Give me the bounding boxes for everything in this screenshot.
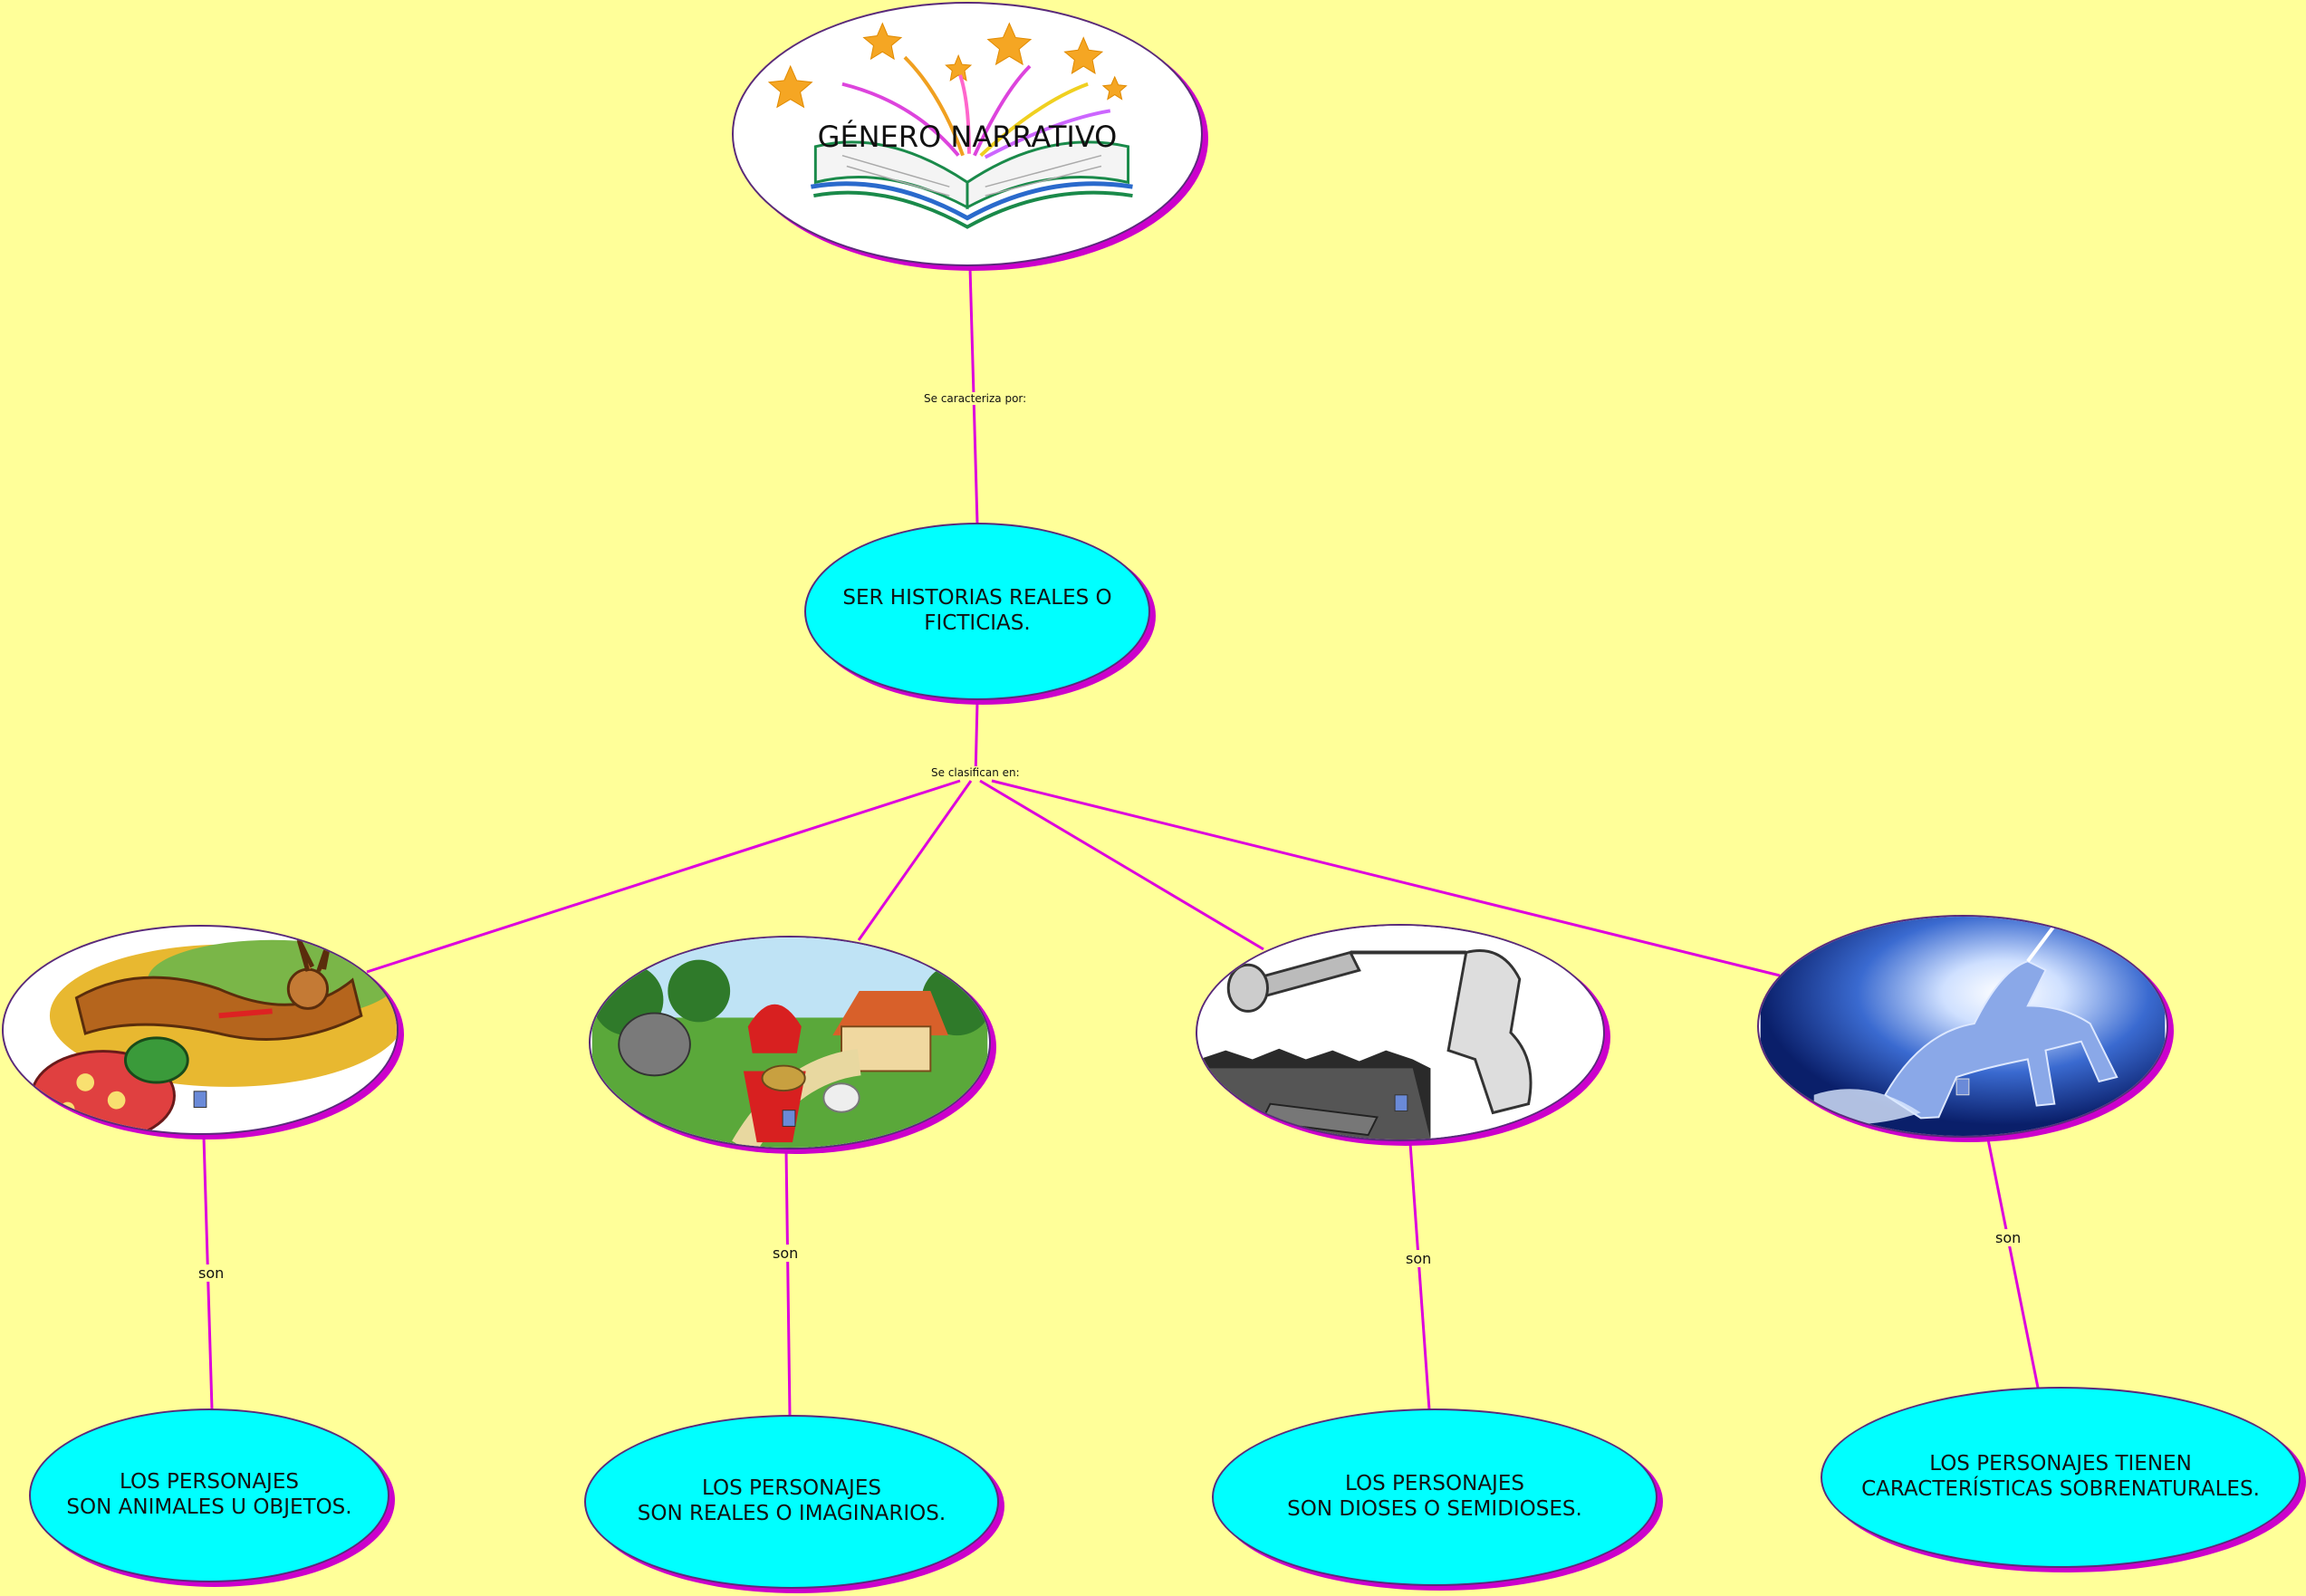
description-text-4: LOS PERSONAJES TIENEN CARACTERÍSTICAS SO… [1861, 1452, 2260, 1501]
root-title: GÉNERO NARRATIVO [817, 120, 1118, 154]
fairy-tale-image [591, 937, 989, 1148]
connector-hub-cat3 [979, 779, 1264, 951]
connector-concept-hub [974, 701, 979, 778]
connector-hub-cat1 [366, 779, 961, 974]
description-node-2[interactable]: LOS PERSONAJES SON REALES O IMAGINARIOS. [584, 1415, 999, 1589]
root-node[interactable]: GÉNERO NARRATIVO [732, 2, 1203, 266]
myth-heroes-image [1198, 926, 1602, 1139]
link-label-clasifican: Se clasifican en: [931, 766, 1020, 779]
connector-cat4-desc4 [1986, 1139, 2040, 1389]
fable-animals-image [30, 936, 397, 1133]
link-label-son-1: son [198, 1264, 225, 1282]
connector-hub-cat2 [857, 780, 973, 941]
connector-hub-cat4 [991, 779, 1781, 977]
link-label-son-4: son [1995, 1229, 2022, 1246]
description-text-3: LOS PERSONAJES SON DIOSES O SEMIDIOSES. [1287, 1472, 1582, 1521]
category-image-node-4[interactable] [1757, 915, 2168, 1138]
category-image-node-1[interactable] [2, 925, 399, 1135]
description-node-4[interactable]: LOS PERSONAJES TIENEN CARACTERÍSTICAS SO… [1821, 1387, 2301, 1568]
category-image-node-3[interactable] [1196, 924, 1605, 1141]
connector-cat2-desc2 [784, 1149, 792, 1417]
concept-node[interactable]: SER HISTORIAS REALES O FICTICIAS. [804, 523, 1150, 700]
connector-cat3-desc3 [1408, 1142, 1431, 1410]
open-book-stars-icon [767, 22, 1133, 229]
link-label-son-2: son [773, 1245, 799, 1262]
description-text-1: LOS PERSONAJES SON ANIMALES U OBJETOS. [66, 1470, 352, 1519]
description-node-3[interactable]: LOS PERSONAJES SON DIOSES O SEMIDIOSES. [1212, 1409, 1657, 1586]
concept-text: SER HISTORIAS REALES O FICTICIAS. [842, 586, 1112, 635]
category-image-node-2[interactable] [589, 936, 991, 1149]
link-label-son-3: son [1406, 1250, 1432, 1267]
link-label-caracteriza: Se caracteriza por: [924, 392, 1027, 405]
description-text-2: LOS PERSONAJES SON REALES O IMAGINARIOS. [637, 1476, 946, 1525]
unicorn-legend-image [1760, 917, 2166, 1136]
description-node-1[interactable]: LOS PERSONAJES SON ANIMALES U OBJETOS. [29, 1409, 389, 1582]
